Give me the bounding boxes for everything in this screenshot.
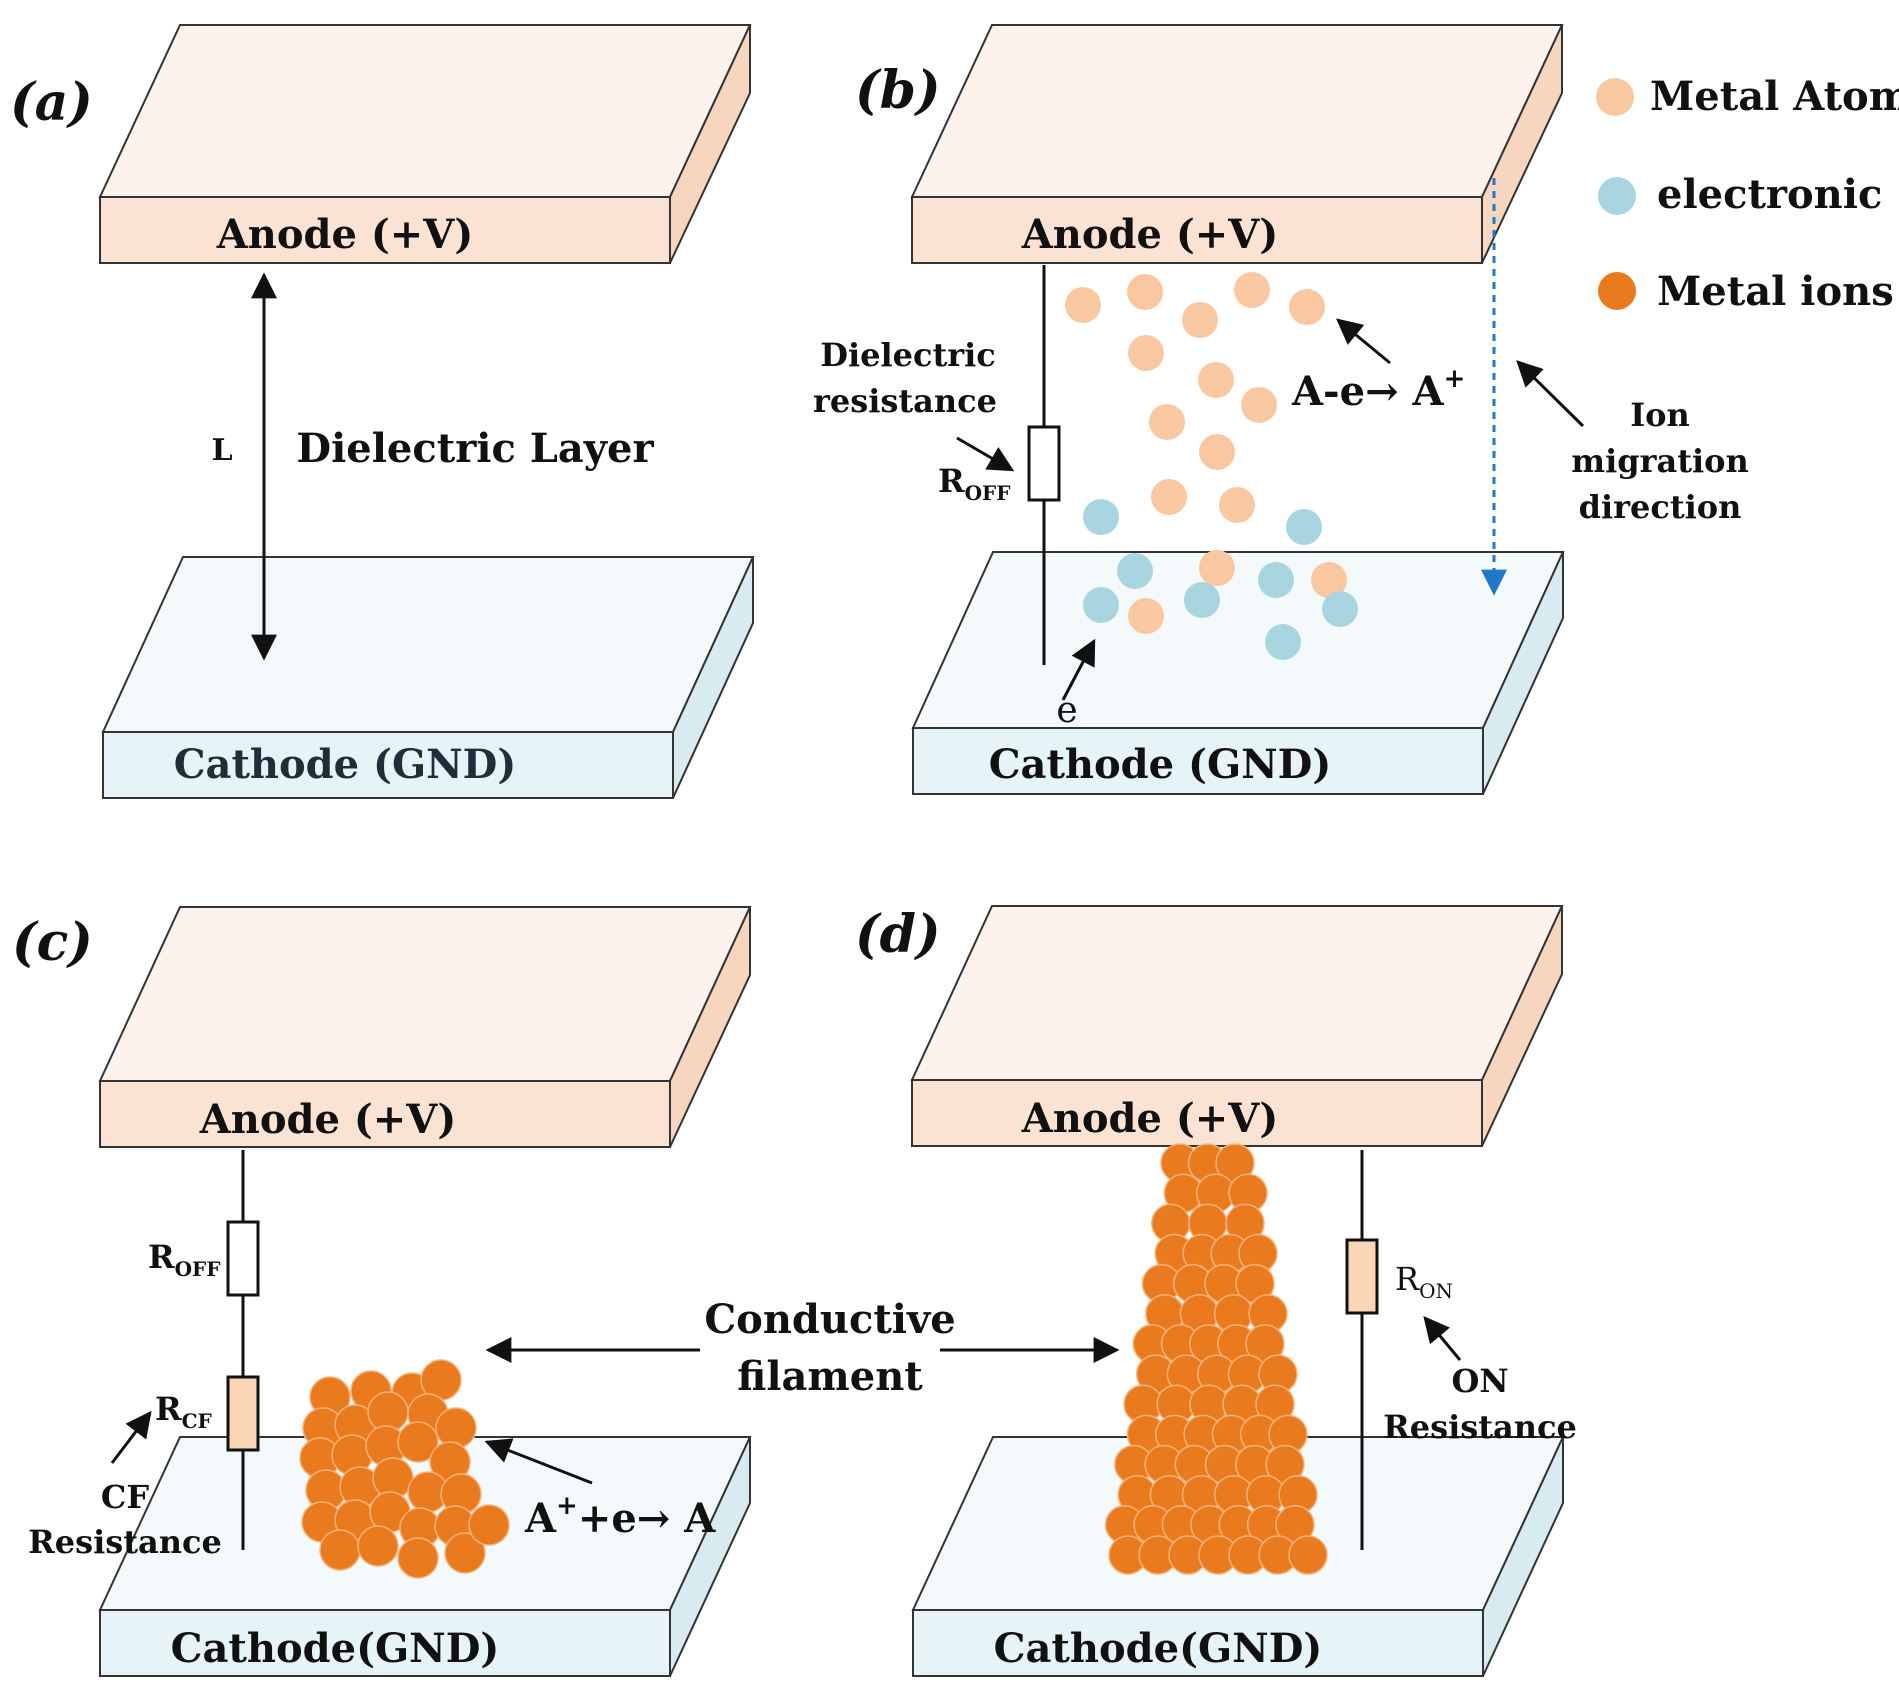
cf-resistance-line1: CF — [101, 1478, 149, 1516]
legend-label-metal-atoms: Metal Atoms — [1650, 73, 1899, 120]
cf-resistance-line2: Resistance — [28, 1523, 222, 1561]
on-resistance-line1: ON — [1451, 1362, 1508, 1400]
electron — [1083, 587, 1119, 623]
metal-atom — [1199, 434, 1235, 470]
legend-swatch-metal-atoms — [1596, 78, 1634, 116]
metal-ion — [357, 1525, 399, 1567]
panel-b: (b) Anode (+V) Cathode (GND) Dielectric … — [813, 24, 1749, 795]
cathode-plate — [98, 1436, 752, 1677]
cathode-label: Cathode(GND) — [994, 1625, 1323, 1672]
reaction-arrow — [1335, 318, 1391, 365]
electron — [1184, 582, 1220, 618]
metal-atom — [1128, 598, 1164, 634]
metal-ion — [397, 1421, 439, 1463]
ion-cluster — [299, 1359, 510, 1579]
panel-a: (a) Anode (+V) Cathode (GND) L Dielectri… — [10, 24, 755, 799]
electron-arrow — [1061, 638, 1096, 701]
r-cf-label: RCF — [155, 1390, 212, 1433]
metal-atom — [1127, 274, 1163, 310]
legend-label-metal-ions: Metal ions — [1657, 268, 1894, 315]
legend-swatch-metal-ions — [1598, 272, 1636, 310]
resistor-cf — [226, 1375, 260, 1452]
conductive-filament-callout: Conductive filament — [485, 1296, 1120, 1400]
metal-atom — [1311, 562, 1347, 598]
r-on-label: RON — [1395, 1260, 1453, 1303]
anode-label: Anode (+V) — [199, 1096, 457, 1143]
panel-a-label: (a) — [10, 72, 93, 133]
panel-c-label: (c) — [12, 912, 93, 973]
legend: Metal Atoms electronic Metal ions — [1596, 73, 1899, 315]
metal-ion — [468, 1504, 510, 1546]
cathode-label: Cathode (GND) — [174, 741, 517, 788]
metal-atom — [1151, 479, 1187, 515]
metal-atom — [1065, 287, 1101, 323]
electron — [1322, 591, 1358, 627]
anode-plate — [910, 24, 1564, 264]
panel-c: (c) Anode (+V) Cathode(GND) ROFF RCF CF … — [12, 906, 752, 1677]
electron — [1083, 499, 1119, 535]
resistor-on — [1345, 1238, 1379, 1315]
on-resistance-arrow — [1423, 1316, 1462, 1361]
oxidation-reaction-label: A-e→ A+ — [1291, 364, 1465, 415]
metal-atom — [1289, 289, 1325, 325]
ion-migration-line3: direction — [1579, 488, 1742, 526]
cathode-label: Cathode (GND) — [989, 741, 1332, 788]
length-label: L — [211, 433, 232, 468]
electrons — [1083, 499, 1358, 660]
dielectric-resistance-arrow — [956, 436, 1015, 472]
ion-migration-pointer — [1516, 360, 1585, 428]
resistor-off — [1027, 425, 1061, 502]
legend-label-electronic: electronic — [1657, 171, 1882, 218]
metal-atom — [1219, 487, 1255, 523]
metal-ion — [319, 1529, 361, 1571]
anode-label: Anode (+V) — [216, 211, 474, 258]
electron — [1265, 624, 1301, 660]
legend-swatch-electronic — [1598, 177, 1636, 215]
dielectric-layer-label: Dielectric Layer — [296, 425, 654, 472]
metal-atom — [1128, 335, 1164, 371]
metal-ion — [444, 1532, 486, 1574]
anode-plate — [98, 24, 752, 264]
r-off-label: ROFF — [938, 462, 1010, 505]
anode-plate — [98, 906, 752, 1148]
metal-atoms — [1065, 272, 1347, 634]
r-off-label: ROFF — [148, 1238, 220, 1281]
metal-atom — [1234, 272, 1270, 308]
conductive-filament-line1: Conductive — [704, 1296, 955, 1343]
anode-label: Anode (+V) — [1021, 1095, 1279, 1142]
metal-atom — [1182, 302, 1218, 338]
electron — [1258, 562, 1294, 598]
panel-b-label: (b) — [855, 60, 941, 121]
electron — [1286, 509, 1322, 545]
electron-label: e — [1056, 690, 1077, 731]
metal-ion — [435, 1407, 477, 1449]
panel-d-label: (d) — [855, 904, 941, 965]
electron — [1117, 553, 1153, 589]
metal-atom — [1149, 404, 1185, 440]
ion-migration-line2: migration — [1571, 442, 1749, 480]
anode-plate — [910, 905, 1564, 1147]
anode-label: Anode (+V) — [1021, 211, 1279, 258]
cathode-plate — [101, 556, 755, 799]
dielectric-resistance-line1: Dielectric — [820, 336, 996, 374]
on-resistance-line2: Resistance — [1383, 1408, 1577, 1446]
metal-atom — [1199, 550, 1235, 586]
metal-atom — [1198, 362, 1234, 398]
conductive-filament-line2: filament — [737, 1353, 923, 1400]
reduction-reaction-label: A++e→ A — [524, 1491, 716, 1542]
resistor-off — [226, 1220, 260, 1297]
metal-atom — [1241, 387, 1277, 423]
cathode-label: Cathode(GND) — [171, 1625, 500, 1672]
conductive-filament — [1104, 1143, 1328, 1575]
panel-d: (d) Anode (+V) Cathode(GND) RON ON Resis… — [855, 904, 1577, 1677]
ion-migration-line1: Ion — [1630, 396, 1690, 434]
reduction-arrow — [484, 1438, 593, 1485]
metal-ion — [397, 1537, 439, 1579]
dielectric-resistance-line2: resistance — [813, 382, 997, 420]
cathode-plate — [911, 551, 1565, 795]
metal-ion — [1288, 1535, 1328, 1575]
cf-resistance-arrow — [110, 1410, 152, 1464]
